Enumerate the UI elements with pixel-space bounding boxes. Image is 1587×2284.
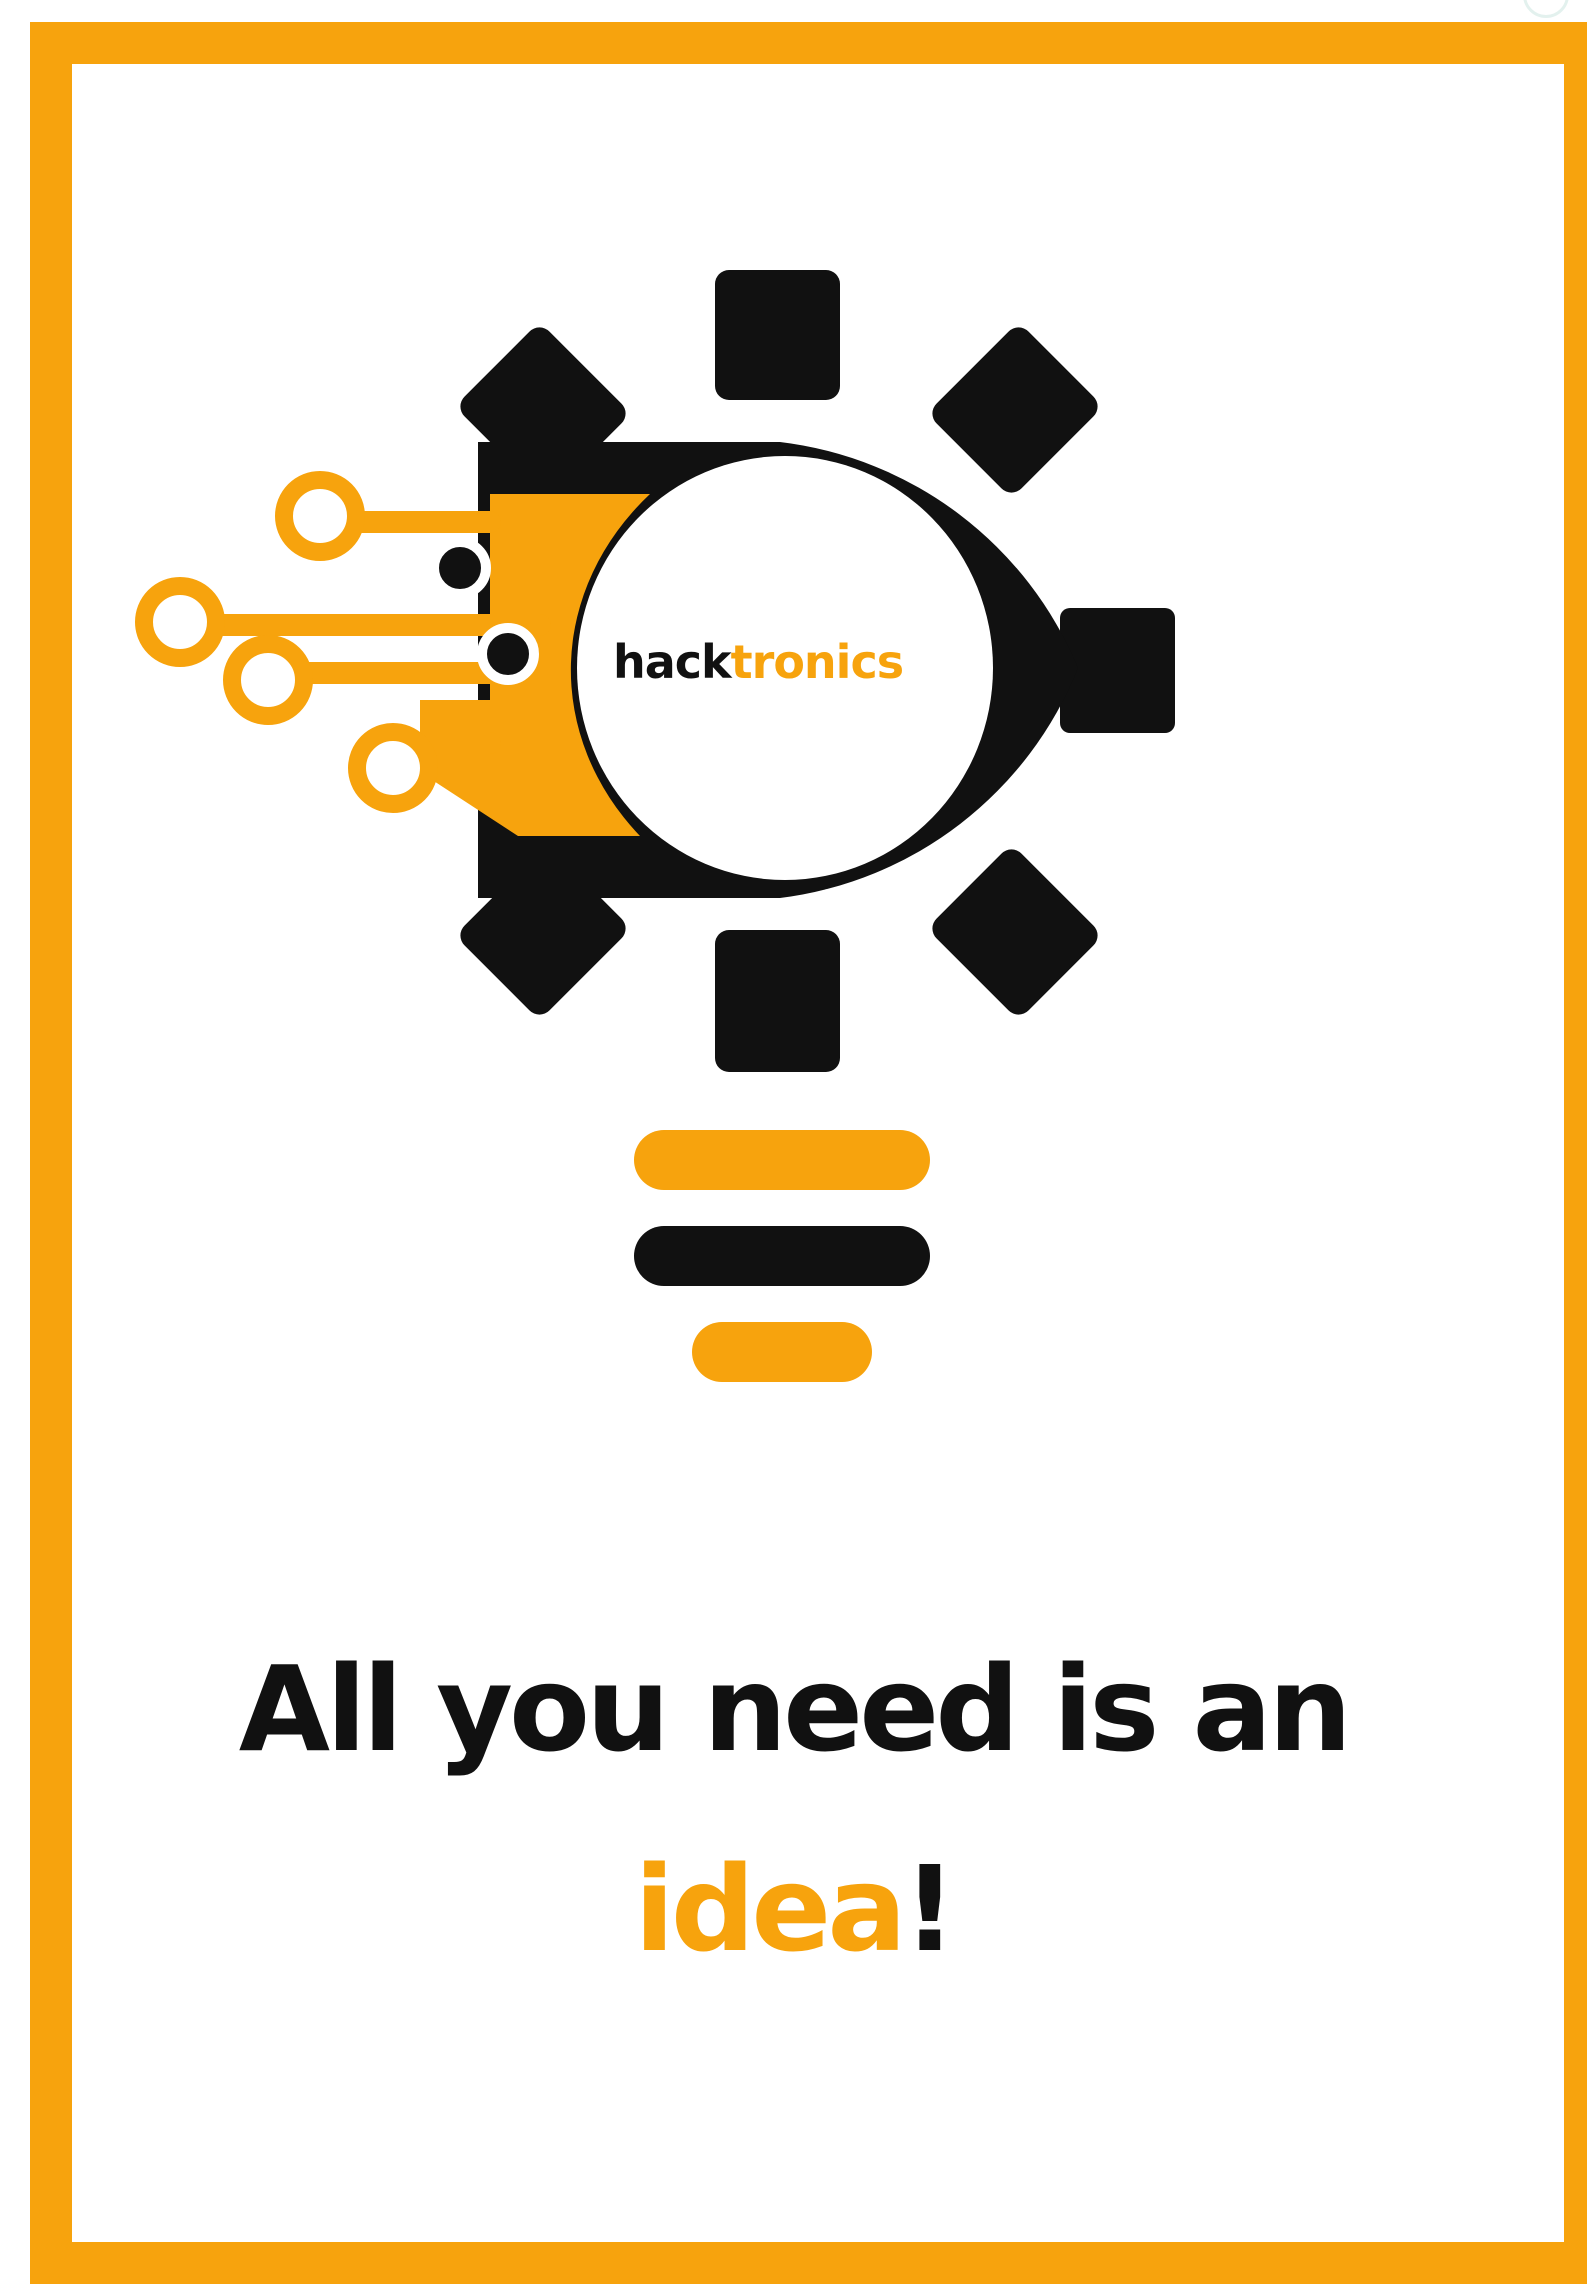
tagline-suffix: !	[902, 1840, 957, 1978]
logo-badge	[577, 456, 993, 880]
wordmark-hack: hack	[613, 635, 733, 689]
svg-text:hacktronics: hacktronics	[613, 635, 903, 689]
tagline-highlight: idea	[634, 1840, 907, 1978]
circuit-icon	[135, 471, 650, 836]
bulb-base-icon	[634, 1130, 930, 1382]
wordmark-tronics: tronics	[731, 635, 903, 689]
tagline-line2: idea!	[0, 1850, 1587, 1968]
tagline-line1: All you need is an	[238, 1640, 1352, 1778]
